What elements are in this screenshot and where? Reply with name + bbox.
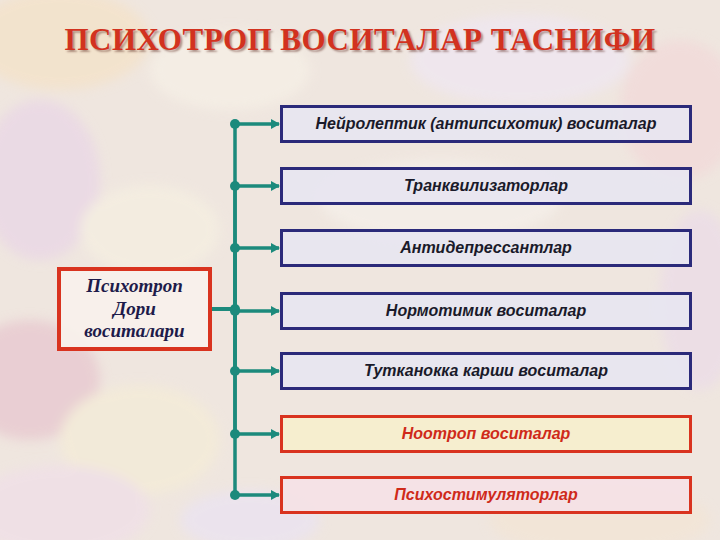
branch-arrow xyxy=(212,124,279,309)
category-box: Транквилизаторлар xyxy=(280,167,692,205)
category-box: Ноотроп воситалар xyxy=(280,415,692,453)
box-label: Антидепрессантлар xyxy=(392,239,580,257)
category-box: Нейролептик (антипсихотик) воситалар xyxy=(280,105,692,143)
category-box: Нормотимик воситалар xyxy=(280,292,692,330)
junction-dot xyxy=(230,119,240,129)
box-label: Психостимуляторлар xyxy=(386,486,585,504)
branch-arrow xyxy=(212,309,279,434)
box-label: Ноотроп воситалар xyxy=(394,425,579,443)
box-label: Нормотимик воситалар xyxy=(378,302,594,320)
branch-arrow xyxy=(212,186,279,309)
category-box: Антидепрессантлар xyxy=(280,229,692,267)
box-label: Тутканокка карши воситалар xyxy=(356,362,616,380)
root-box: Психотроп Дори воситалари xyxy=(57,267,212,351)
category-box: Психостимуляторлар xyxy=(280,476,692,514)
box-label: Транквилизаторлар xyxy=(396,177,576,195)
junction-dot xyxy=(230,490,240,500)
branch-arrow xyxy=(212,309,279,495)
box-label: Нейролептик (антипсихотик) воситалар xyxy=(308,115,665,133)
junction-dot xyxy=(230,181,240,191)
branch-arrow xyxy=(212,309,279,371)
junction-dot xyxy=(230,243,240,253)
branch-arrow xyxy=(212,248,279,309)
category-box: Тутканокка карши воситалар xyxy=(280,352,692,390)
box-label: Психотроп Дори воситалари xyxy=(61,275,208,343)
diagram-title: ПСИХОТРОП ВОСИТАЛАР ТАСНИФИ xyxy=(0,22,720,58)
